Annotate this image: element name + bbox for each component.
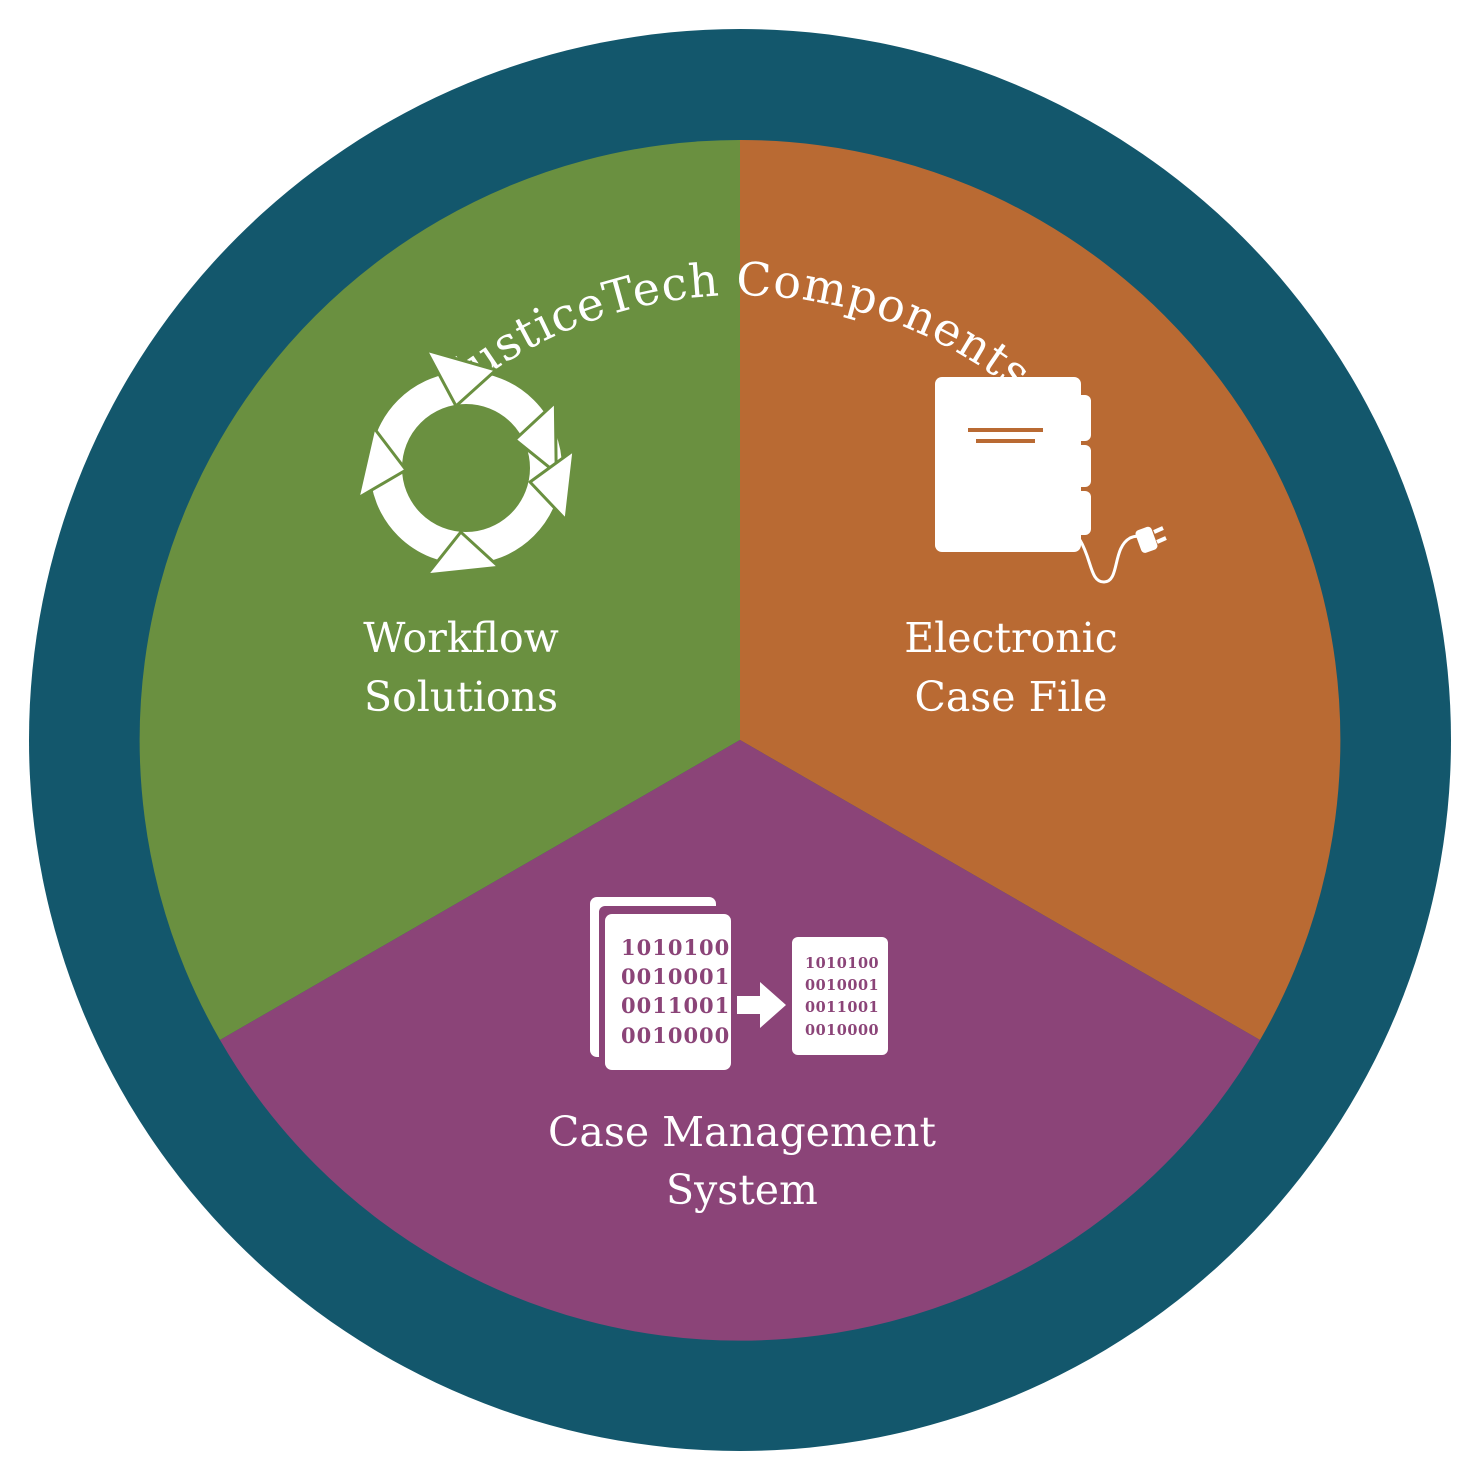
segment-electronic-case-file <box>740 139 1341 1040</box>
binary-small-line: 0011001 <box>805 999 879 1016</box>
binary-small-line: 0010000 <box>805 1022 879 1039</box>
binder-with-plug-icon <box>935 377 1167 584</box>
workflow-label-line1: Workflow <box>363 614 559 662</box>
binary-large-line: 0010000 <box>621 1023 730 1048</box>
binary-small-line: 1010100 <box>805 955 879 972</box>
binary-small-lines: 1010100 0010001 0011001 0010000 <box>805 955 879 1039</box>
binary-small-line: 0010001 <box>805 977 879 994</box>
binary-large-line: 0010001 <box>621 964 730 989</box>
binary-documents-icon: 1010100 0010001 0011001 0010000 1010100 … <box>590 897 888 1070</box>
binary-large-lines: 1010100 0010001 0011001 0010000 <box>621 935 730 1048</box>
segment-workflow <box>139 139 741 1040</box>
binary-large-line: 0011001 <box>621 993 730 1018</box>
binary-large-line: 1010100 <box>621 935 730 960</box>
recycle-arrows-icon <box>356 348 576 577</box>
electronic-label-line1: Electronic <box>904 614 1118 662</box>
case-management-label-line2: System <box>666 1166 818 1214</box>
case-management-label-line1: Case Management <box>548 1108 936 1156</box>
electronic-label-line2: Case File <box>914 673 1107 721</box>
segment-case-management <box>220 740 1260 1341</box>
workflow-label-line2: Solutions <box>364 673 558 721</box>
